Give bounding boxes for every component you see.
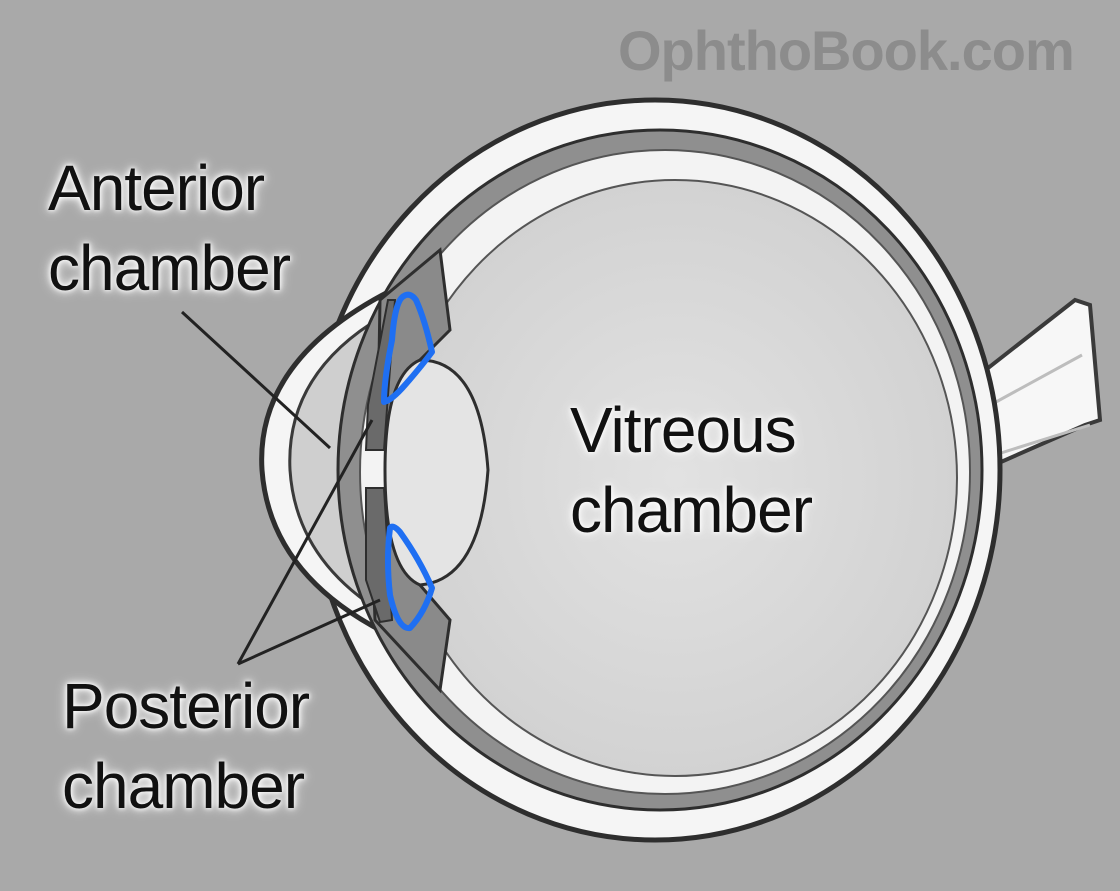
highlight-upper [381, 291, 435, 405]
anterior-chamber-label: Anterior chamber [48, 148, 291, 308]
posterior-pointer-line-lower [237, 598, 381, 666]
posterior-label-line1: Posterior [62, 670, 310, 742]
vitreous-label-line1: Vitreous [570, 394, 797, 466]
vitreous-chamber-label: Vitreous chamber [570, 390, 813, 550]
posterior-chamber-label: Posterior chamber [62, 666, 310, 826]
lens [383, 358, 490, 587]
iris-upper [364, 299, 397, 451]
iris-lower [365, 487, 394, 624]
anterior-label-line2: chamber [48, 232, 291, 304]
highlight-lower [385, 523, 435, 632]
watermark-text: OphthoBook.com [618, 19, 1075, 82]
vitreous-label-line2: chamber [570, 474, 813, 546]
optic-nerve-sheath [984, 353, 1091, 460]
posterior-label-line2: chamber [62, 750, 305, 822]
posterior-pointer-line-upper [236, 419, 374, 665]
anterior-pointer-line [180, 310, 332, 450]
anterior-label-line1: Anterior [48, 152, 265, 224]
